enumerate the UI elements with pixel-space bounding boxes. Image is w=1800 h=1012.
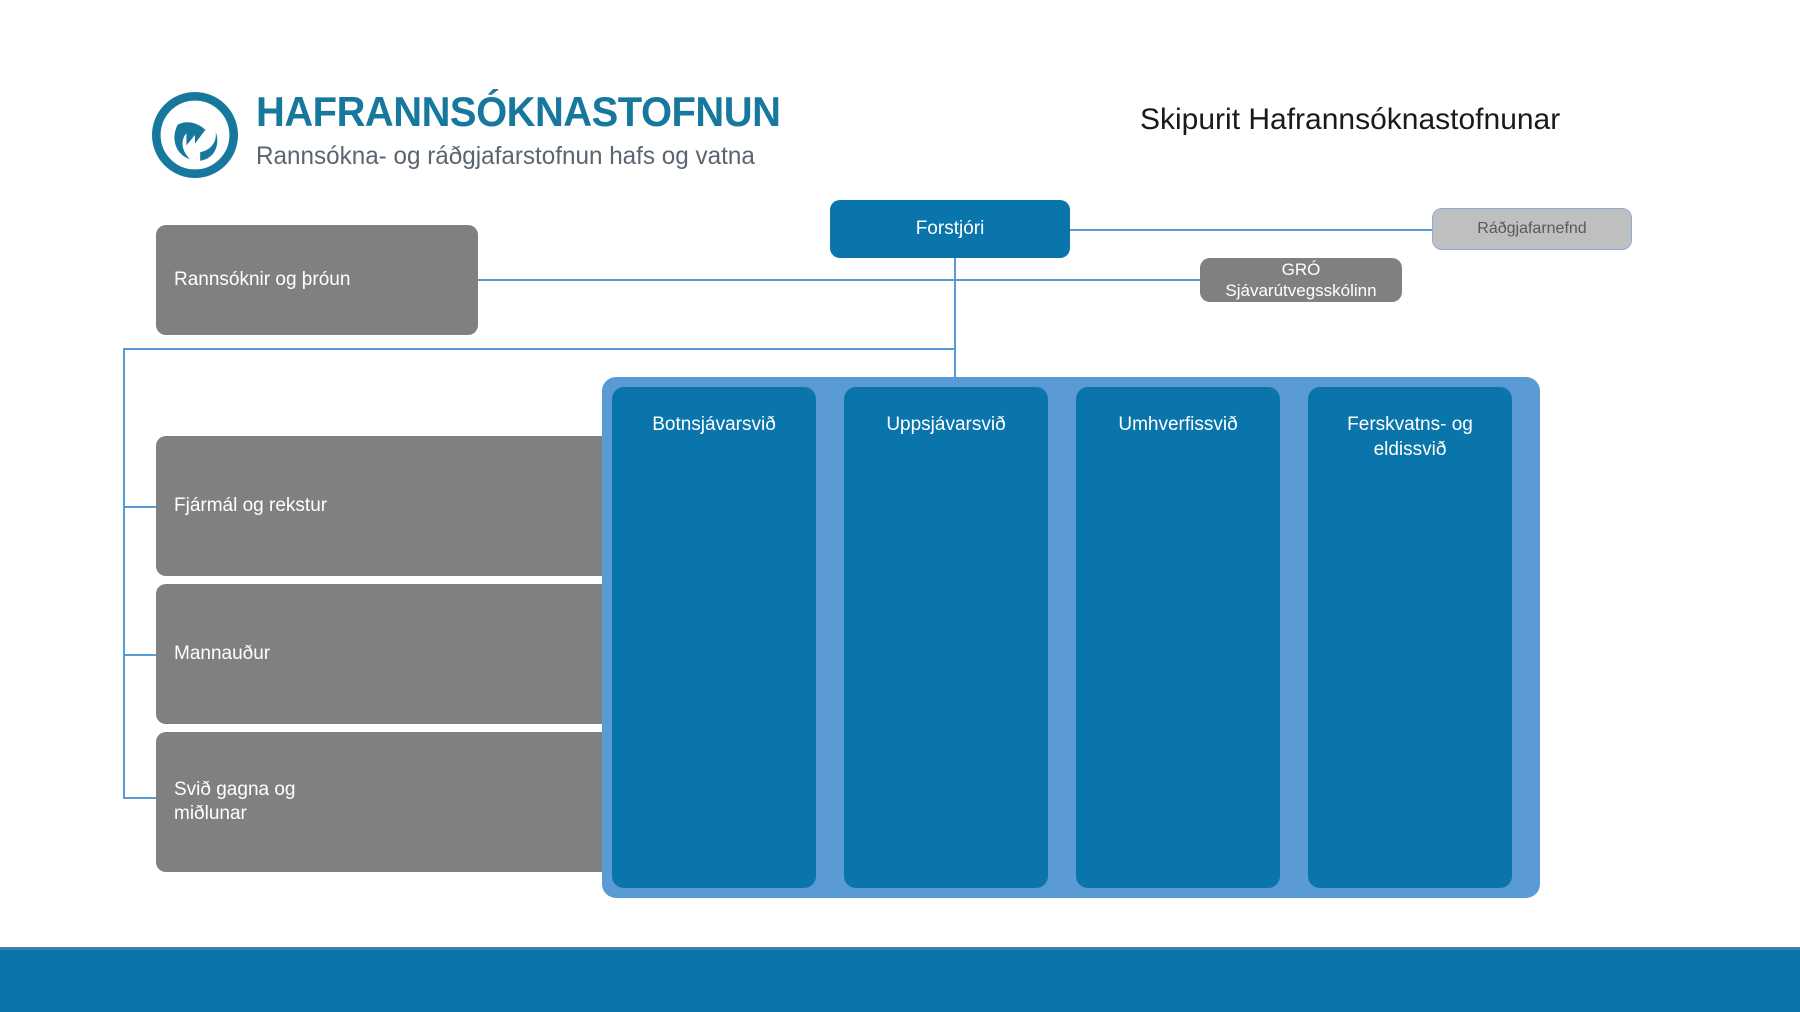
node-forstjori[interactable]: Forstjóri xyxy=(830,200,1070,258)
node-gagna-label-line1: Svið gagna og xyxy=(174,779,296,801)
node-rannsoknir-label: Rannsóknir og þróun xyxy=(174,269,351,291)
connector-forstjori-rannsoknir xyxy=(478,279,956,281)
node-radgjafarnefnd-label: Ráðgjafarnefnd xyxy=(1477,220,1587,237)
node-umhverfissvid[interactable]: Umhverfissvið xyxy=(1076,387,1280,888)
organization-logo: HAFRANNSÓKNASTOFNUN Rannsókna- og ráðgja… xyxy=(152,88,781,188)
logo-wordmark: HAFRANNSÓKNASTOFNUN xyxy=(256,88,781,135)
connector-lower-trunk xyxy=(123,348,956,350)
node-uppsjavarsvid-label: Uppsjávarsvið xyxy=(886,414,1006,435)
logo-tagline: Rannsókna- og ráðgjafarstofnun hafs og v… xyxy=(256,142,755,170)
node-botnsjavarsvid-label: Botnsjávarsvið xyxy=(652,414,776,435)
connector-branch-gagna xyxy=(123,797,188,799)
node-uppsjavarsvid[interactable]: Uppsjávarsvið xyxy=(844,387,1048,888)
connector-left-spine xyxy=(123,348,125,798)
node-ferskvatns-og-eldissvid[interactable]: Ferskvatns- og eldissvið xyxy=(1308,387,1512,888)
wave-circle-logo-icon xyxy=(152,92,238,178)
node-rannsoknir-og-throun[interactable]: Rannsóknir og þróun xyxy=(156,225,478,335)
node-gro-label-line2: Sjávarútvegsskólinn xyxy=(1225,281,1377,300)
connector-branch-fjarmal xyxy=(123,506,188,508)
node-botnsjavarsvid[interactable]: Botnsjávarsvið xyxy=(612,387,816,888)
connector-branch-mannaudur xyxy=(123,654,188,656)
node-mannaudur-label: Mannauður xyxy=(174,643,271,665)
node-umhverfissvid-label: Umhverfissvið xyxy=(1118,414,1238,435)
connector-forstjori-radgjafarnefnd xyxy=(1070,229,1432,231)
connector-forstjori-gro xyxy=(954,279,1200,281)
node-forstjori-label: Forstjóri xyxy=(915,218,985,240)
footer-bar xyxy=(0,947,1800,1012)
node-gro[interactable]: GRÓ Sjávarútvegsskólinn xyxy=(1200,258,1402,302)
page-title: Skipurit Hafrannsóknastofnunar xyxy=(1140,103,1561,136)
node-ferskvatns-label-line1: Ferskvatns- og xyxy=(1347,414,1473,435)
node-fjarmal-label: Fjármál og rekstur xyxy=(174,495,328,517)
node-gro-label-line1: GRÓ xyxy=(1281,259,1321,279)
node-radgjafarnefnd[interactable]: Ráðgjafarnefnd xyxy=(1432,208,1632,250)
divisions-group-container: Botnsjávarsvið Uppsjávarsvið Umhverfissv… xyxy=(602,377,1540,898)
connector-forstjori-stem xyxy=(954,258,956,384)
node-gagna-label-line2: miðlunar xyxy=(174,803,247,824)
node-ferskvatns-label-line2: eldissvið xyxy=(1373,438,1447,460)
